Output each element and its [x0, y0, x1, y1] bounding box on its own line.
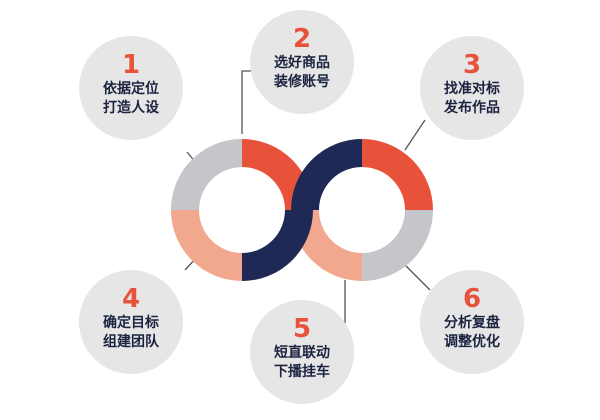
- step-2-circle: 2 选好商品 装修账号: [250, 10, 354, 114]
- connector-line-6: [404, 264, 431, 291]
- step-4-number: 4: [121, 284, 141, 314]
- step-4-circle: 4 确定目标 组建团队: [79, 270, 183, 374]
- right-ring-navy-segment: [291, 139, 363, 211]
- right-ring-peach-segment: [291, 209, 363, 281]
- step-3-line-2: 发布作品: [444, 100, 500, 116]
- step-5-number: 5: [292, 314, 312, 344]
- connector-line-3: [404, 119, 426, 151]
- step-1-line-1: 依据定位: [103, 81, 159, 97]
- step-3-number: 3: [462, 50, 482, 80]
- left-ring-gray-top: [171, 139, 243, 211]
- step-6-number: 6: [462, 284, 482, 314]
- step-5-line-1: 短直联动: [274, 345, 330, 361]
- step-3-circle: 3 找准对标 发布作品: [420, 36, 524, 140]
- step-2-number: 2: [292, 24, 312, 54]
- step-6-line-2: 调整优化: [444, 334, 500, 350]
- step-3-line-1: 找准对标: [444, 81, 500, 97]
- step-5-line-2: 下播挂车: [274, 364, 330, 380]
- step-6-line-1: 分析复盘: [444, 315, 500, 331]
- left-ring-peach-segment-2: [171, 209, 243, 281]
- right-ring-orange-segment: [361, 139, 433, 211]
- step-5-circle: 5 短直联动 下播挂车: [250, 300, 354, 404]
- step-2-line-2: 装修账号: [274, 74, 330, 90]
- step-4-line-1: 确定目标: [103, 315, 159, 331]
- left-ring-orange-segment: [241, 139, 313, 211]
- connector-line-2: [241, 70, 251, 134]
- step-4-line-2: 组建团队: [103, 334, 159, 350]
- left-ring-navy-segment: [241, 209, 313, 281]
- step-2-line-1: 选好商品: [274, 55, 330, 71]
- step-6-circle: 6 分析复盘 调整优化: [420, 270, 524, 374]
- step-1-number: 1: [121, 50, 141, 80]
- step-1-line-2: 打造人设: [103, 100, 159, 116]
- step-1-circle: 1 依据定位 打造人设: [79, 36, 183, 140]
- right-ring-gray-segment: [361, 209, 433, 281]
